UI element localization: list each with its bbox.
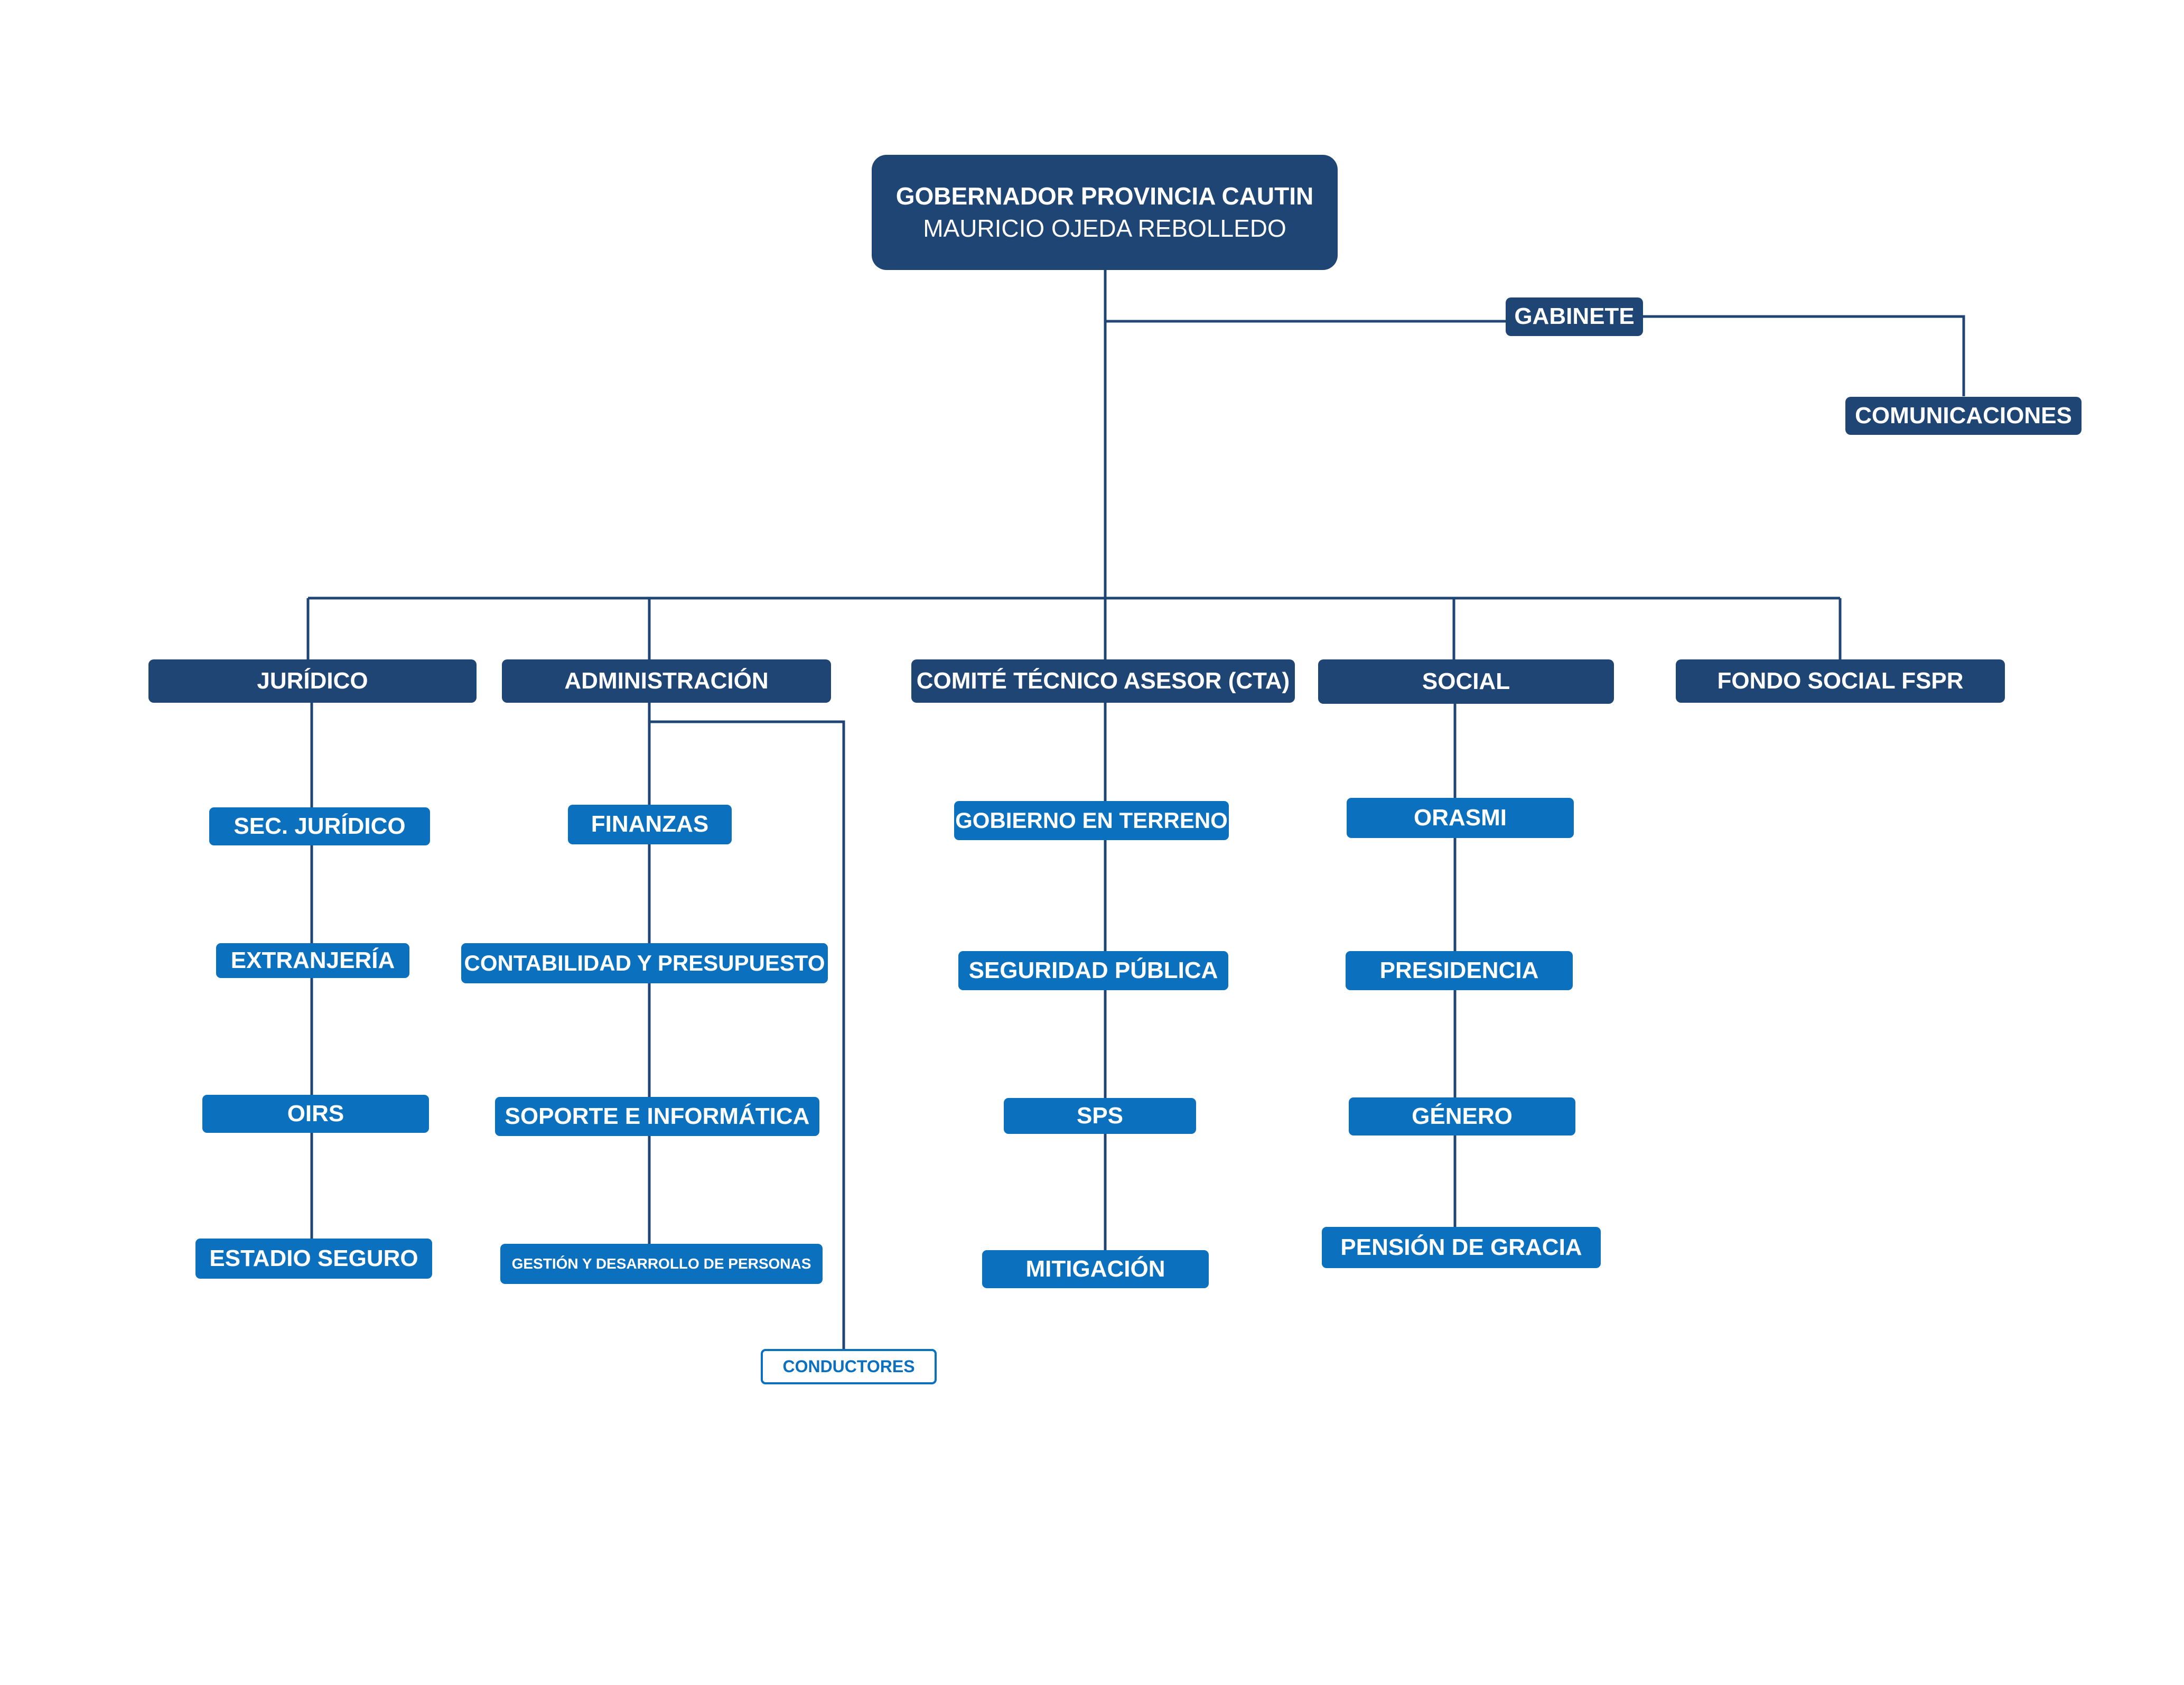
dept-fondo-social: FONDO SOCIAL FSPR xyxy=(1676,659,2005,703)
administracion-child-3: SOPORTE E INFORMÁTICA xyxy=(495,1097,819,1136)
gabinete-node: GABINETE xyxy=(1506,297,1643,336)
dept-juridico: JURÍDICO xyxy=(148,659,477,703)
cta-child-1: GOBIERNO EN TERRENO xyxy=(954,801,1229,840)
dept-administracion: ADMINISTRACIÓN xyxy=(502,659,831,703)
social-child-4: PENSIÓN DE GRACIA xyxy=(1322,1227,1601,1268)
juridico-child-1: SEC. JURÍDICO xyxy=(209,807,430,845)
juridico-child-4: ESTADIO SEGURO xyxy=(195,1239,432,1279)
dept-social: SOCIAL xyxy=(1318,659,1614,704)
conductores-node: CONDUCTORES xyxy=(761,1349,937,1384)
social-child-1: ORASMI xyxy=(1347,798,1574,838)
governor-name: MAURICIO OJEDA REBOLLEDO xyxy=(923,215,1286,242)
juridico-child-3: OIRS xyxy=(202,1095,429,1133)
social-child-3: GÉNERO xyxy=(1349,1097,1575,1135)
dept-cta: COMITÉ TÉCNICO ASESOR (CTA) xyxy=(911,659,1295,703)
cta-child-4: MITIGACIÓN xyxy=(982,1250,1209,1288)
administracion-child-2: CONTABILIDAD Y PRESUPUESTO xyxy=(461,943,828,983)
governor-title: GOBERNADOR PROVINCIA CAUTIN xyxy=(895,182,1314,210)
juridico-child-2: EXTRANJERÍA xyxy=(216,943,409,978)
administracion-child-1: FINANZAS xyxy=(568,805,732,844)
comunicaciones-node: COMUNICACIONES xyxy=(1845,397,2082,435)
cta-child-2: SEGURIDAD PÚBLICA xyxy=(958,951,1228,990)
social-child-2: PRESIDENCIA xyxy=(1346,951,1573,990)
cta-child-3: SPS xyxy=(1004,1098,1196,1134)
governor-node: GOBERNADOR PROVINCIA CAUTIN MAURICIO OJE… xyxy=(872,155,1338,270)
administracion-child-4: GESTIÓN Y DESARROLLO DE PERSONAS xyxy=(500,1244,823,1284)
